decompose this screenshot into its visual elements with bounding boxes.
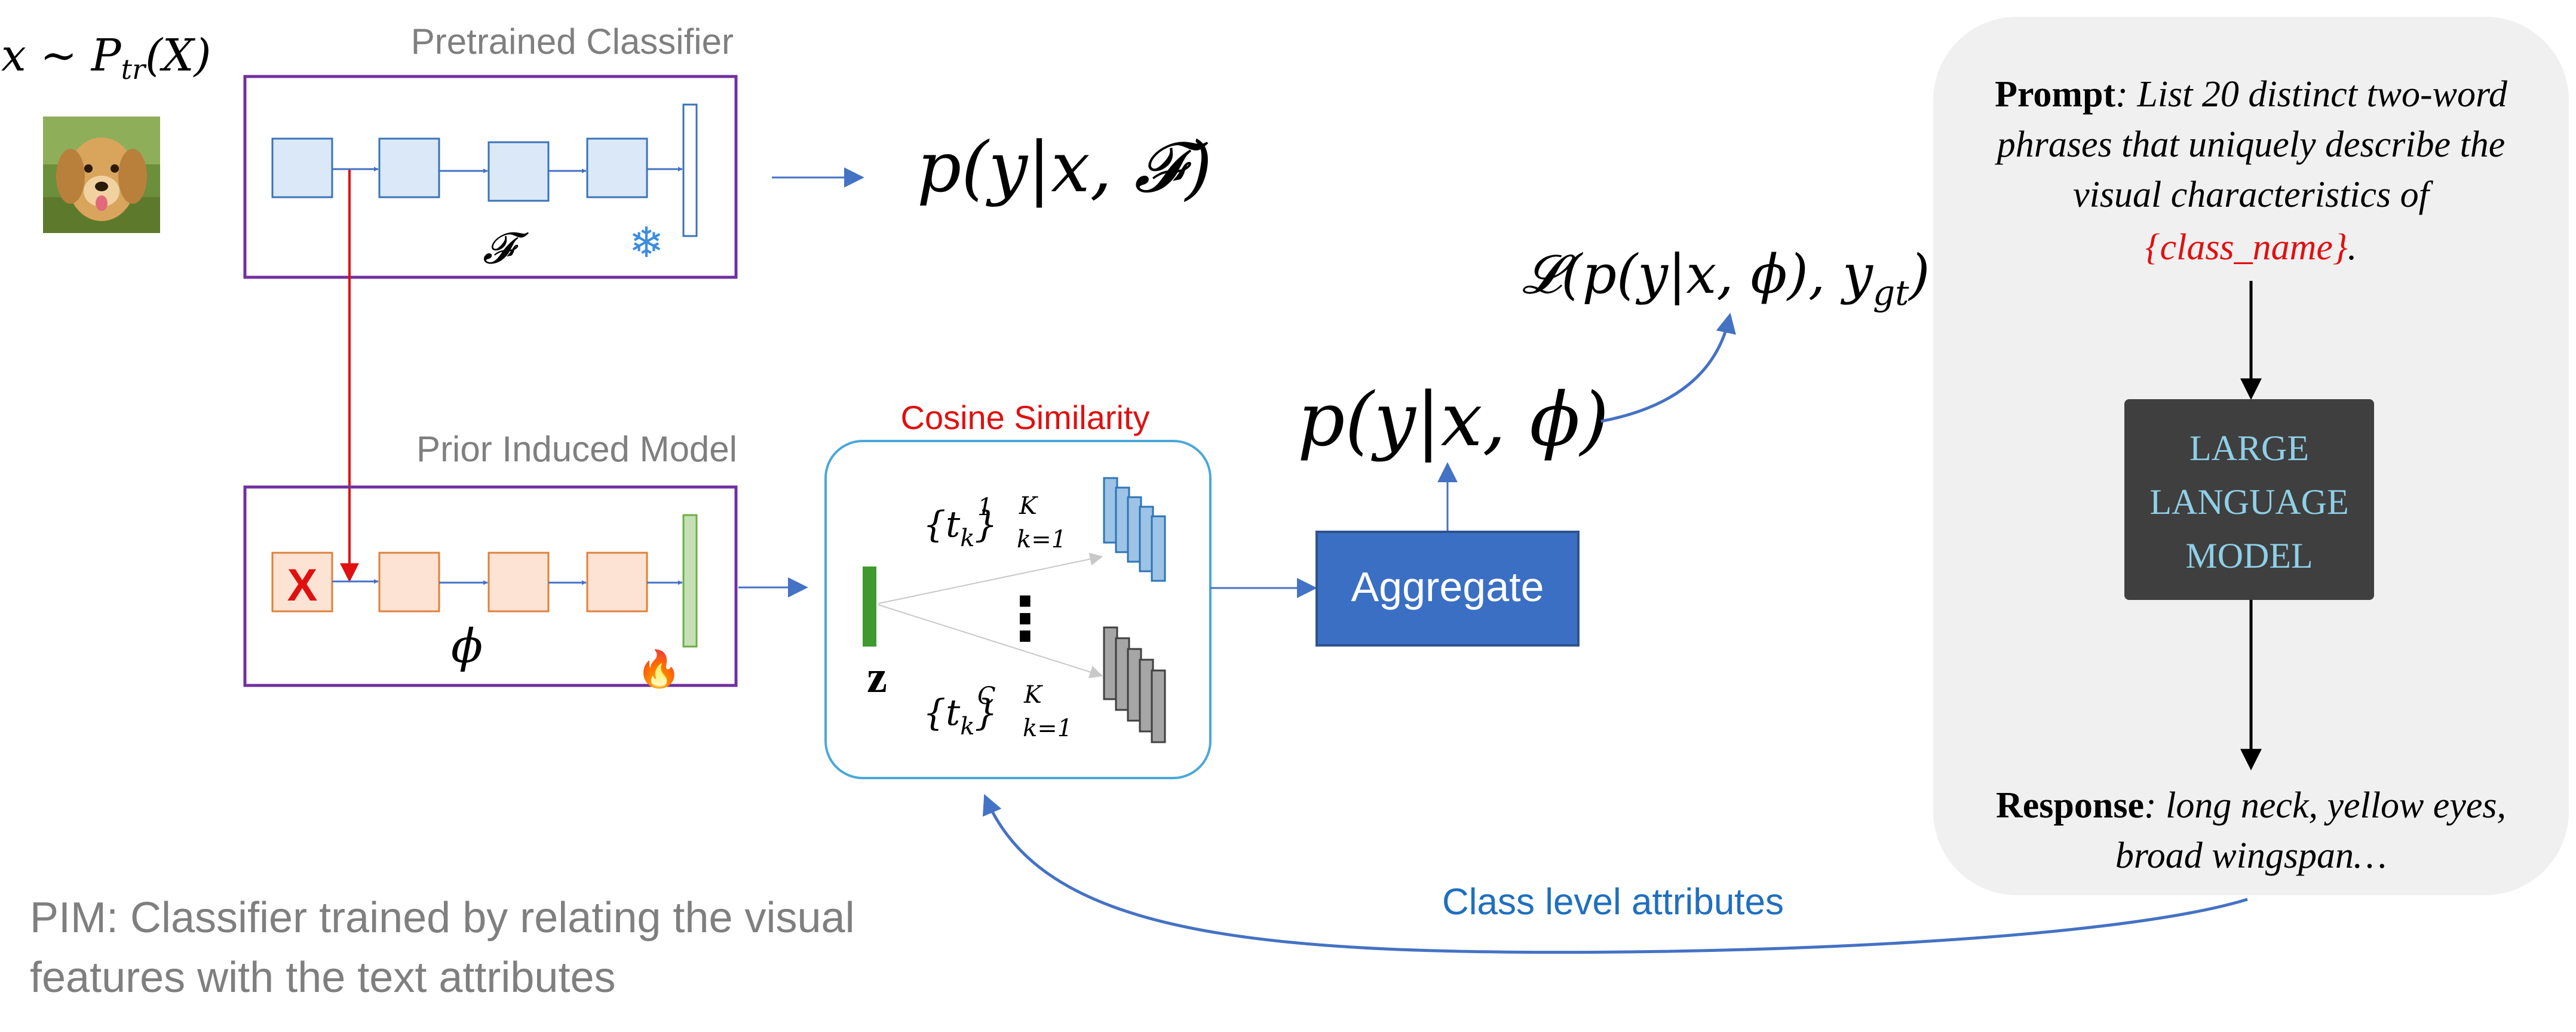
dog-photo-icon (43, 117, 160, 233)
similarity-arrow-bottom (878, 604, 1103, 679)
caption-line-1: PIM: Classifier trained by relating the … (30, 894, 855, 942)
trainable-layer-2 (378, 552, 440, 613)
prompt-line-2: phrases that uniquely describe the (1995, 124, 2506, 165)
class-attributes-label: Class level attributes (1442, 881, 1784, 923)
pretrained-symbol: 𝓕 (483, 223, 529, 273)
frozen-layer-blocks (271, 103, 698, 237)
prompt-line-3: visual characteristics of (2073, 174, 2434, 215)
frozen-output-layer (682, 103, 698, 237)
caption-line-2: features with the text attributes (30, 954, 616, 1002)
trainable-layer-3 (487, 552, 550, 613)
similarity-arrow-top (878, 552, 1103, 604)
class-c-sup: C (977, 682, 996, 710)
cosine-similarity-title: Cosine Similarity (901, 399, 1150, 436)
aggregate-label: Aggregate (1351, 564, 1544, 610)
input-distribution-label: x ∼ Ptr(X) (1, 30, 211, 85)
llm-label-line-3: MODEL (2185, 536, 2313, 575)
image-feature-label: z (867, 652, 887, 702)
classes-ellipsis: ⋮ (995, 584, 1055, 654)
aggregate-box (1315, 531, 1580, 647)
frozen-layer-1 (271, 137, 333, 198)
class-1-text-embeddings (1103, 477, 1166, 582)
class-c-lower: k=1 (1023, 715, 1072, 742)
prior-induced-model-frame (243, 485, 738, 687)
trainable-layer-4 (586, 552, 648, 613)
class-c-upper: K (1023, 681, 1043, 709)
pim-output-probability: p(y|x, ϕ) (1298, 377, 1609, 463)
llm-box (2124, 399, 2374, 600)
llm-label-line-1: LARGE (2189, 428, 2309, 468)
pretrained-output-probability: p(y|x, 𝓕) (917, 127, 1212, 208)
frozen-layer-3 (487, 141, 550, 202)
pretrained-classifier-title: Pretrained Classifier (411, 22, 734, 62)
class-c-text-embeddings (1103, 626, 1166, 743)
prompt-line-4: {class_name}. (2145, 227, 2357, 268)
image-feature-vector (863, 566, 876, 647)
response-line-1: Response: long neck, yellow eyes, (1996, 785, 2506, 826)
trainable-layer-connectors (332, 579, 683, 585)
pretrained-classifier-frame (243, 75, 738, 279)
class-1-sup: 1 (977, 494, 992, 521)
response-line-2: broad wingspan… (2115, 835, 2387, 876)
snowflake-icon: ❄ (629, 218, 664, 267)
class-1-attribute-set: {tk} (923, 504, 998, 552)
frozen-layer-connectors (332, 167, 683, 173)
frozen-layer-4 (586, 137, 648, 198)
replaced-layer-x-mark: X (287, 560, 318, 611)
loss-expression: 𝓛(p(y|x, ϕ), ygt) (1522, 243, 1930, 313)
output-to-loss-arrow (1600, 313, 1736, 423)
prompt-line-1: Prompt: List 20 distinct two-word (1995, 74, 2508, 115)
prior-induced-model-title: Prior Induced Model (416, 429, 737, 469)
trainable-feature-layer (682, 514, 698, 648)
class-attributes-feedback-arrow (983, 794, 2248, 954)
class-1-lower: k=1 (1017, 526, 1066, 553)
flame-icon: 🔥 (637, 648, 682, 690)
class-c-attribute-set: {tk} (923, 692, 998, 740)
frozen-layer-2 (378, 137, 440, 198)
class-1-upper: K (1019, 492, 1038, 520)
pim-symbol: ϕ (451, 620, 483, 673)
llm-label-line-2: LANGUAGE (2149, 482, 2348, 522)
